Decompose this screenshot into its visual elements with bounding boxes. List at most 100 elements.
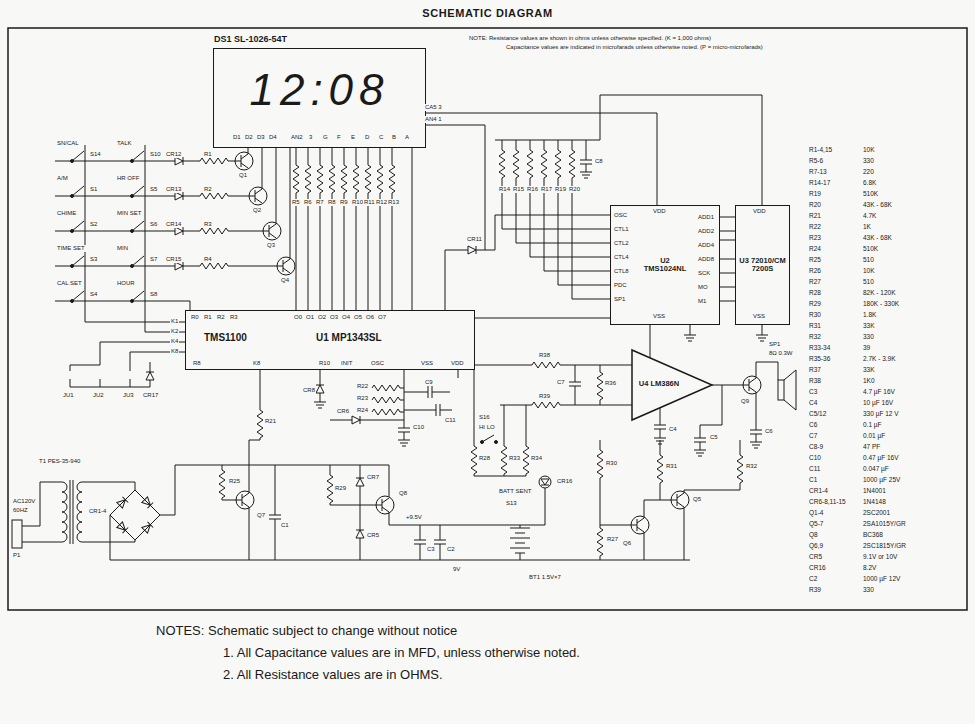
pin-label: ADD1 (697, 214, 715, 221)
amplifier-parts-part (750, 430, 762, 434)
amplifier-parts-part (737, 455, 743, 483)
pin-label: SCK (697, 270, 711, 277)
component-label: R29 (334, 485, 347, 492)
pin-label: R10 (318, 360, 331, 367)
amplifier-parts-part (784, 370, 796, 410)
resistor-label: R11 (363, 199, 376, 206)
part-value: 33K (862, 322, 876, 329)
part-value: 2SC2001 (862, 509, 891, 516)
part-value: 10 µF 16V (862, 399, 894, 406)
amplifier-parts-part (532, 362, 560, 368)
part-reference: Q8 (808, 531, 819, 538)
component-label: BT1 1.5V×7 (528, 574, 562, 581)
part-value: 9.1V or 10V (862, 553, 898, 560)
key-matrix-part (131, 195, 134, 198)
amplifier-parts-part (532, 402, 560, 408)
jumper-label: CR17 (142, 392, 159, 399)
oscillator-parts (249, 370, 458, 493)
transistor-label: Q1 (238, 172, 248, 179)
part-value: 82K - 120K (862, 289, 897, 296)
amplifier-parts-part (694, 450, 706, 456)
segment-resistors-part (293, 165, 299, 193)
pin-label: MO (697, 284, 709, 291)
display-heading: DS1 SL-1026-54T (214, 35, 287, 44)
pin-label: ADD2 (697, 228, 715, 235)
transistor-label: Q4 (280, 277, 290, 284)
part-value: 2SC1815Y/GR (862, 542, 907, 549)
pin-label: B (391, 134, 397, 141)
pin-label: ADD8 (697, 256, 715, 263)
switch-label: CHIME (56, 210, 77, 217)
part-value: 6.8K (862, 179, 877, 186)
resistor-label: R2 (203, 186, 213, 193)
key-matrix-part (71, 300, 74, 303)
component-label: HI LO (478, 424, 496, 431)
part-reference: R31 (808, 322, 822, 329)
pin-label: O7 (377, 314, 387, 321)
part-reference: C4 (808, 399, 818, 406)
key-matrix-part (71, 160, 74, 163)
diode-label: CR14 (165, 221, 182, 228)
resistor-label: R5 (291, 199, 301, 206)
transistor-label: Q3 (266, 242, 276, 249)
component-label: R32 (745, 463, 758, 470)
resistor-label: R6 (303, 199, 313, 206)
part-value: 2.7K - 3.9K (862, 355, 897, 362)
pin-label: G (322, 134, 329, 141)
driver-wiring-part (580, 172, 592, 178)
pin-label: C (378, 134, 384, 141)
component-label: C2 (446, 546, 456, 553)
pin-label: AN2 (290, 134, 304, 141)
component-label: Q5 (692, 496, 702, 503)
component-label: C6 (764, 428, 774, 435)
amplifier-parts-part (471, 446, 477, 474)
part-value: 330 (862, 333, 875, 340)
power-supply-part (510, 528, 530, 560)
power-supply-part (82, 482, 160, 542)
component-label: S16 (478, 414, 491, 421)
key-matrix-part (146, 372, 154, 380)
amplifier-parts-part (654, 425, 666, 429)
switch-label: CAL SET (56, 280, 83, 287)
diode-label: CR15 (165, 256, 182, 263)
driver-chip: U2 TMS1024NL (610, 205, 720, 325)
frame-border (8, 28, 967, 610)
chip-label: U1 MP1343SL (316, 333, 382, 344)
amplifier-parts-part (694, 438, 706, 442)
chip-label: TMS1100 (204, 333, 247, 344)
pin-label: R3 (229, 314, 239, 321)
part-value: BC368 (862, 531, 884, 538)
amplifier-parts-part (671, 491, 689, 509)
switch-label: MIN SET (116, 210, 142, 217)
resistor-label: R4 (203, 256, 213, 263)
amplifier-parts-part (481, 441, 484, 444)
component-label: C8 (594, 158, 604, 165)
pin-label: D (364, 134, 370, 141)
component-label: R34 (530, 455, 543, 462)
jumper-label: JU2 (92, 392, 105, 399)
power-supply-part (520, 479, 549, 525)
amplifier-parts-part (597, 528, 603, 556)
part-reference: R20 (808, 201, 822, 208)
component-label: 8Ω 0.3W (768, 350, 794, 357)
amplifier-parts-part (597, 450, 603, 478)
component-label: +9.5V (405, 514, 423, 521)
oscillator-parts-part (257, 410, 263, 438)
driver-wiring-part (684, 335, 696, 341)
amplifier-parts-part (750, 442, 762, 448)
pin-label: R1 (203, 314, 213, 321)
key-matrix-part (131, 230, 134, 233)
note-text: Capacitance values are indicated in micr… (505, 44, 764, 51)
part-reference: R30 (808, 311, 822, 318)
transistor-label: Q2 (252, 207, 262, 214)
component-label: R27 (606, 536, 619, 543)
amplifier-parts-part (501, 446, 507, 474)
component-label: C5 (709, 434, 719, 441)
key-matrix-part (175, 157, 183, 165)
oscillator-parts-part (372, 385, 400, 391)
component-label: R22 (356, 383, 369, 390)
speech-chip: U3 72010/CM 7200S (735, 205, 790, 325)
amplifier-triangle: U4 LM386N (632, 350, 712, 420)
amplifier-parts-part (470, 365, 632, 405)
pin-label: K2 (170, 328, 179, 335)
